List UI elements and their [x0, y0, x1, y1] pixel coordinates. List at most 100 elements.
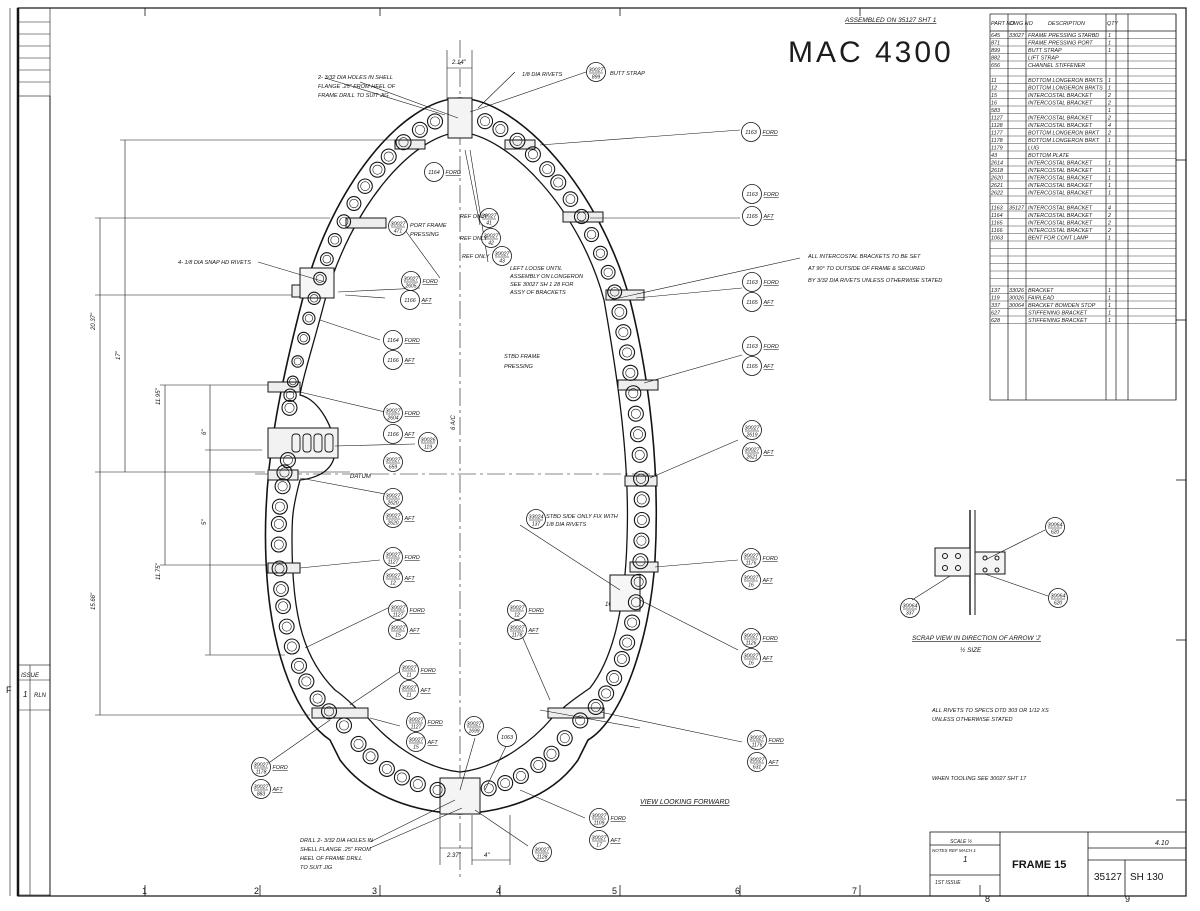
callout-bubble	[424, 162, 444, 182]
callout-part-number: 30027	[386, 494, 402, 500]
callout-part-number: 30027	[744, 576, 760, 582]
callout-bubble	[388, 600, 408, 620]
lightening-hole-flange	[432, 784, 443, 795]
drawing-number: 35127	[1094, 872, 1122, 883]
lightening-hole-flange	[601, 688, 612, 699]
parts-cell: 628	[991, 318, 1000, 324]
grid-col-4: 4	[496, 886, 501, 896]
lightening-hole	[572, 712, 589, 729]
callout-side-label: FORD	[611, 816, 626, 822]
parts-cell: 1128	[991, 123, 1003, 129]
callout-part-number: 1164	[387, 338, 399, 344]
callout-bubble	[900, 598, 920, 618]
callout-part-number: 30027	[402, 666, 418, 672]
callout-part-number: 30027	[482, 214, 498, 220]
callout-item-number: 15	[395, 633, 401, 639]
lightening-hole	[350, 735, 367, 752]
scrap-view-scale: ½ SIZE	[960, 646, 982, 654]
callout-bubble	[383, 403, 403, 423]
callout-item-number: 631	[753, 765, 762, 771]
datum-label: DATUM	[350, 474, 371, 480]
parts-cell: 882	[991, 55, 1000, 61]
parts-cell: 4	[1108, 123, 1111, 129]
callout-bubble	[507, 620, 527, 640]
lightening-hole	[556, 730, 573, 747]
callout-item-number: 1109	[594, 821, 605, 827]
callout-bubble	[383, 452, 403, 472]
lightening-hole-flange	[383, 151, 394, 162]
callout-bubble	[383, 424, 403, 444]
parts-cell: 1	[1108, 318, 1111, 324]
callout-part-number: 1166	[387, 432, 399, 438]
callout-part-number: 30027	[510, 606, 526, 612]
lightening-hole	[633, 511, 650, 529]
lightening-hole	[319, 252, 334, 267]
lightening-hole-flange	[301, 676, 312, 687]
lightening-hole	[629, 426, 647, 443]
lightening-hole-flange	[500, 778, 511, 789]
lightening-hole-flange	[483, 783, 494, 794]
note-bottom-drill-4: TO SUIT JIG	[300, 865, 333, 871]
lightening-hole	[631, 446, 648, 463]
callout-item-number: 137	[532, 522, 541, 528]
grid-col-5: 5	[612, 886, 617, 896]
parts-cell: 1	[1108, 40, 1111, 46]
callout-bubble	[741, 628, 761, 648]
lightening-hole	[630, 573, 647, 590]
callout-bubble	[741, 648, 761, 668]
lightening-hole-flange	[480, 116, 491, 127]
lightening-hole-flange	[565, 194, 576, 204]
lightening-hole	[627, 594, 644, 611]
parts-cell: LIFT STRAP	[1028, 55, 1059, 61]
parts-cell: 2618	[990, 168, 1003, 174]
lightening-hole	[286, 375, 299, 388]
dim-11-95: 11.95"	[156, 387, 162, 405]
parts-cell: 1	[1108, 190, 1111, 196]
lightening-hole	[290, 657, 308, 674]
lightening-hole-flange	[614, 307, 625, 317]
parts-cell: 583	[991, 108, 1000, 114]
lightening-hole-flange	[372, 164, 383, 175]
lightening-hole-flange	[282, 455, 293, 466]
parts-cell: 1178	[991, 138, 1003, 144]
parts-cell: 30064	[1009, 303, 1024, 309]
parts-cell: 1	[1108, 108, 1111, 114]
callout-part-number: 30027	[409, 718, 425, 724]
lightening-hole	[309, 690, 326, 707]
lightening-hole-flange	[360, 181, 370, 191]
callout-bubble	[399, 680, 419, 700]
callout-item-number: 12	[390, 581, 396, 587]
note-dia-rivets: 1/8 DIA RIVETS	[522, 72, 562, 78]
parts-cell: 2	[1107, 228, 1111, 234]
lightening-hole	[627, 405, 644, 422]
callout-item-number: 41	[486, 221, 492, 227]
parts-cell: 1127	[991, 115, 1004, 121]
lightening-hole	[270, 536, 287, 553]
callout-side-label: FORD	[763, 130, 778, 136]
lightening-hole	[632, 553, 649, 570]
parts-cell: FRAME PRESSING PORT	[1028, 40, 1093, 46]
parts-cell: BRACKET BOWDEN STOP	[1028, 303, 1096, 309]
lightening-hole-flange	[398, 137, 409, 148]
lightening-hole	[429, 781, 446, 798]
lightening-hole	[409, 776, 426, 793]
callout-part-number: 30027	[589, 68, 605, 74]
parts-cell: BOTTOM LONGERON BRKT	[1028, 138, 1100, 144]
callout-item-number: 471	[394, 229, 403, 235]
callout-part-number: 30027	[409, 738, 425, 744]
lightening-hole	[592, 245, 608, 261]
lightening-hole	[320, 703, 338, 720]
parts-cell: INTERCOSTAL BRACKET	[1028, 220, 1093, 226]
lightening-hole	[276, 464, 293, 481]
callout-bubble	[586, 62, 606, 82]
lightening-hole-flange	[284, 402, 295, 413]
parts-cell: 1163	[991, 205, 1003, 211]
callout-bubble	[747, 752, 767, 772]
lightening-hole-flange	[412, 779, 423, 790]
callout-side-label: FORD	[423, 279, 438, 285]
callout-side-label: AFT	[610, 838, 622, 844]
callout-side-label: AFT	[762, 578, 774, 584]
lightening-hole	[611, 304, 628, 320]
lightening-hole-flange	[616, 654, 627, 664]
callout-part-number: 30027	[391, 222, 407, 228]
